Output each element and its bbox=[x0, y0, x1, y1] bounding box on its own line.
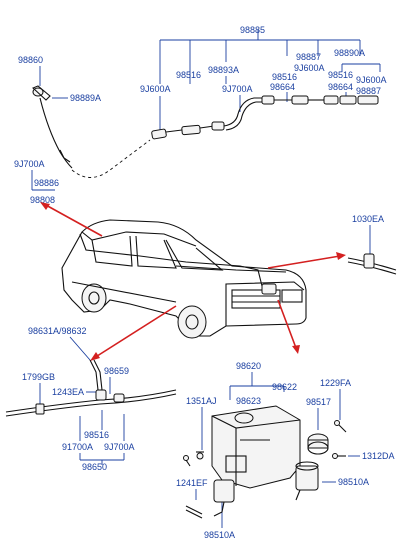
pump-grommet-98517 bbox=[307, 433, 329, 455]
label-98808: 98808 bbox=[30, 195, 55, 205]
label-98893A: 98893A bbox=[208, 65, 239, 75]
washer-reservoir bbox=[211, 405, 301, 489]
label-98517: 98517 bbox=[306, 397, 331, 407]
label-98510A-a: 98510A bbox=[338, 477, 369, 487]
label-1351AJ: 1351AJ bbox=[186, 396, 217, 406]
rear-washer-nozzle bbox=[31, 85, 151, 178]
bracket-98885 bbox=[159, 30, 361, 84]
rear-hose-assembly bbox=[5, 359, 177, 417]
label-98622: 98622 bbox=[272, 382, 297, 392]
label-9J600A-a: 9J600A bbox=[294, 63, 325, 73]
red-arrows bbox=[40, 202, 346, 361]
label-9J600A-c: 9J600A bbox=[356, 75, 387, 85]
label-9J700A-b: 9J700A bbox=[14, 159, 45, 169]
label-98510A-b: 98510A bbox=[204, 530, 235, 540]
label-98623: 98623 bbox=[236, 396, 261, 406]
label-98885: 98885 bbox=[240, 25, 265, 35]
washer-pump-left bbox=[185, 479, 235, 519]
bolt-1351AJ bbox=[196, 451, 204, 460]
label-1030EA: 1030EA bbox=[352, 214, 384, 224]
washer-hose-assembly bbox=[151, 95, 379, 140]
label-9J700A-c: 9J700A bbox=[104, 442, 135, 452]
label-98650: 98650 bbox=[82, 462, 107, 472]
label-1312DA: 1312DA bbox=[362, 451, 395, 461]
label-9J600A-b: 9J600A bbox=[140, 84, 171, 94]
bracket-98650 bbox=[79, 410, 125, 465]
label-98659: 98659 bbox=[104, 366, 129, 376]
label-98516-c: 98516 bbox=[328, 70, 353, 80]
leader-98631A bbox=[69, 336, 91, 361]
label-98860: 98860 bbox=[18, 55, 43, 65]
label-9J700A-a: 9J700A bbox=[222, 84, 253, 94]
label-1799GB: 1799GB bbox=[22, 372, 55, 382]
label-98516-a: 98516 bbox=[176, 70, 201, 80]
bracket-98890A bbox=[341, 63, 381, 72]
label-98664-b: 98664 bbox=[328, 82, 353, 92]
label-1243EA: 1243EA bbox=[52, 387, 84, 397]
label-1241EF: 1241EF bbox=[176, 478, 208, 488]
bolt-1229FA bbox=[334, 420, 347, 433]
label-1229FA: 1229FA bbox=[320, 378, 351, 388]
label-91700A: 91700A bbox=[62, 442, 93, 452]
label-98516-d: 98516 bbox=[84, 430, 109, 440]
bolt-1241EF bbox=[183, 455, 191, 467]
label-98889A: 98889A bbox=[70, 93, 101, 103]
label-98664-a: 98664 bbox=[270, 82, 295, 92]
label-98886: 98886 bbox=[34, 178, 59, 188]
car-illustration bbox=[61, 219, 307, 339]
label-98516-b: 98516 bbox=[272, 72, 297, 82]
label-98631A-98632: 98631A/98632 bbox=[28, 326, 87, 336]
hose-clip-1030EA bbox=[347, 253, 397, 275]
label-98890A: 98890A bbox=[334, 48, 365, 58]
label-98887-a: 98887 bbox=[296, 52, 321, 62]
clip-1312DA bbox=[332, 453, 346, 459]
label-98620: 98620 bbox=[236, 361, 261, 371]
washer-pump-right bbox=[295, 461, 319, 501]
label-98887-b: 98887 bbox=[356, 86, 381, 96]
